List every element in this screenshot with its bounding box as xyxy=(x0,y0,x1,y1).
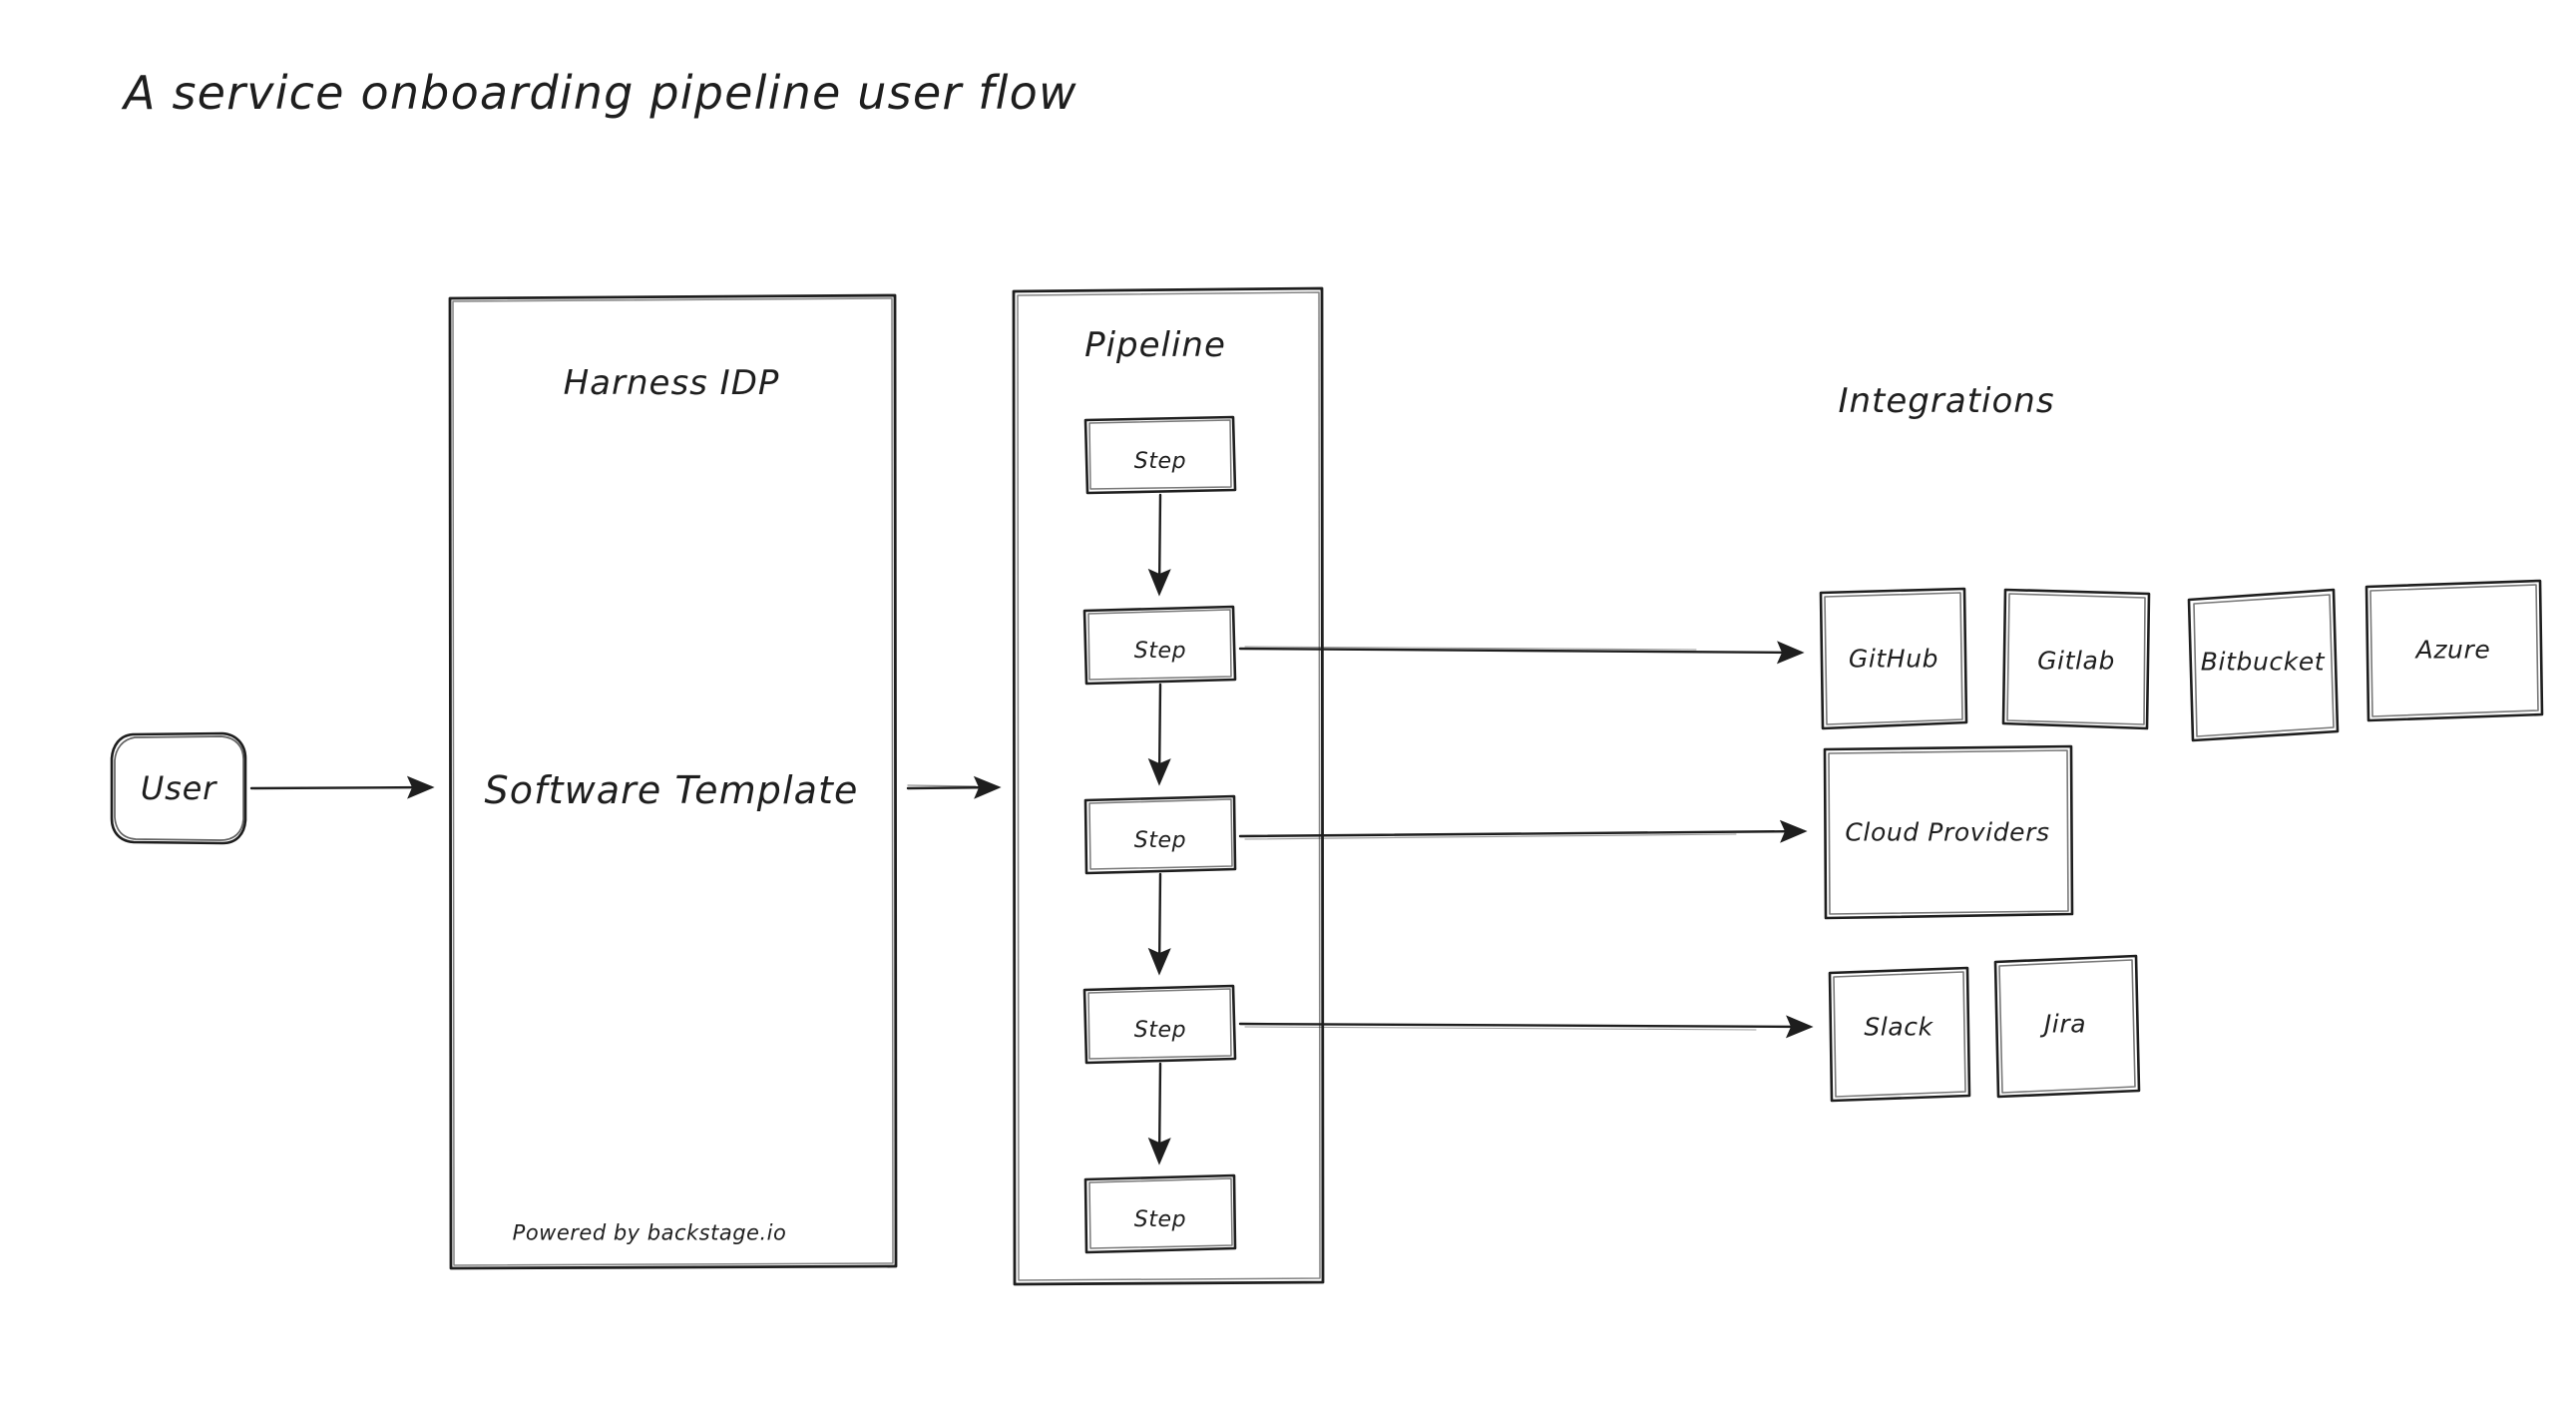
user-box-label: User xyxy=(140,769,217,807)
connector-step4-to-collab xyxy=(1238,1015,1814,1039)
step-label-3: Step xyxy=(1133,828,1187,853)
harness-idp-node[interactable] xyxy=(448,294,897,1269)
integration-node-cloud-providers[interactable] xyxy=(1823,745,2074,919)
integration-node-gitlab[interactable] xyxy=(2002,588,2150,730)
connector-step2-to-scm xyxy=(1238,641,1805,665)
integration-node-jira[interactable] xyxy=(1993,955,2141,1098)
step-node-1[interactable] xyxy=(1084,417,1236,494)
integration-node-github[interactable] xyxy=(1819,588,1968,730)
integration-node-azure[interactable] xyxy=(2364,580,2544,721)
integration-label-cloud-providers: Cloud Providers xyxy=(1845,817,2050,847)
integration-node-slack[interactable] xyxy=(1828,967,1971,1102)
step-node-3[interactable] xyxy=(1084,796,1236,873)
integration-label-slack: Slack xyxy=(1864,1012,1933,1042)
integration-label-jira: Jira xyxy=(2043,1009,2087,1039)
software-template-label: Software Template xyxy=(484,768,859,812)
page-title: A service onboarding pipeline user flow xyxy=(124,66,1077,120)
user-node[interactable] xyxy=(112,732,246,844)
integration-label-github: GitHub xyxy=(1848,644,1939,674)
integration-label-gitlab: Gitlab xyxy=(2037,646,2115,676)
integrations-header: Integrations xyxy=(1838,381,2055,421)
powered-by-backstage-label: Powered by backstage.io xyxy=(512,1220,787,1245)
step-label-2: Step xyxy=(1133,639,1187,664)
integration-node-bitbucket[interactable] xyxy=(2188,588,2340,741)
step-node-5[interactable] xyxy=(1084,1175,1236,1252)
harness-idp-header: Harness IDP xyxy=(563,363,780,403)
pipeline-header: Pipeline xyxy=(1084,325,1226,365)
step-label-5: Step xyxy=(1133,1207,1187,1232)
connector-user-to-idp xyxy=(249,775,435,799)
step-label-1: Step xyxy=(1133,449,1187,474)
integration-label-azure: Azure xyxy=(2415,635,2491,665)
integration-label-bitbucket: Bitbucket xyxy=(2200,647,2326,677)
step-node-2[interactable] xyxy=(1084,607,1236,684)
connector-idp-to-pipeline xyxy=(906,775,1002,799)
connector-step3-to-cloud xyxy=(1238,819,1808,843)
step-label-4: Step xyxy=(1133,1018,1187,1043)
step-node-4[interactable] xyxy=(1084,986,1236,1063)
